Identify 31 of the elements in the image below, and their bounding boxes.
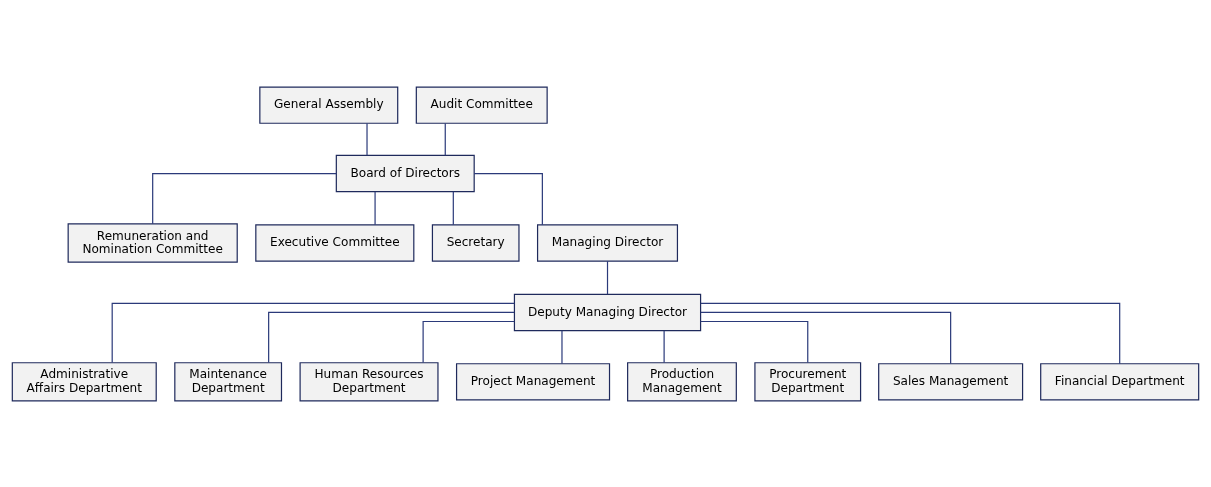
connector: [700, 311, 952, 364]
connector: [422, 320, 515, 363]
connector: [268, 311, 515, 363]
node-box: Audit Committee: [415, 85, 548, 124]
node-box: Remuneration and Nomination Committee: [67, 222, 238, 263]
node-box: Executive Committee: [255, 223, 415, 262]
connector: [663, 329, 665, 363]
node-box: Maintenance Department: [174, 361, 283, 402]
node-box: Financial Department: [1040, 362, 1200, 401]
node-box: Administrative Affairs Department: [11, 361, 157, 402]
node-box: General Assembly: [259, 85, 399, 124]
connector: [606, 260, 609, 295]
node-box: Deputy Managing Director: [513, 293, 702, 331]
connector: [152, 172, 337, 224]
connector: [561, 329, 563, 364]
connector: [700, 320, 809, 363]
connector: [700, 302, 1121, 364]
connector: [452, 190, 454, 225]
connector: [111, 302, 515, 363]
connector: [444, 122, 446, 156]
node-box: Managing Director: [536, 223, 679, 262]
node-box: Project Management: [455, 362, 611, 401]
connector: [366, 122, 368, 156]
node-box: Board of Directors: [335, 154, 475, 192]
node-box: Procurement Department: [754, 361, 862, 402]
node-box: Secretary: [431, 223, 520, 262]
node-box: Sales Management: [878, 362, 1024, 401]
connector: [374, 190, 376, 225]
connector: [473, 172, 543, 225]
node-box: Production Management: [627, 361, 737, 402]
node-box: Human Resources Department: [299, 361, 439, 402]
